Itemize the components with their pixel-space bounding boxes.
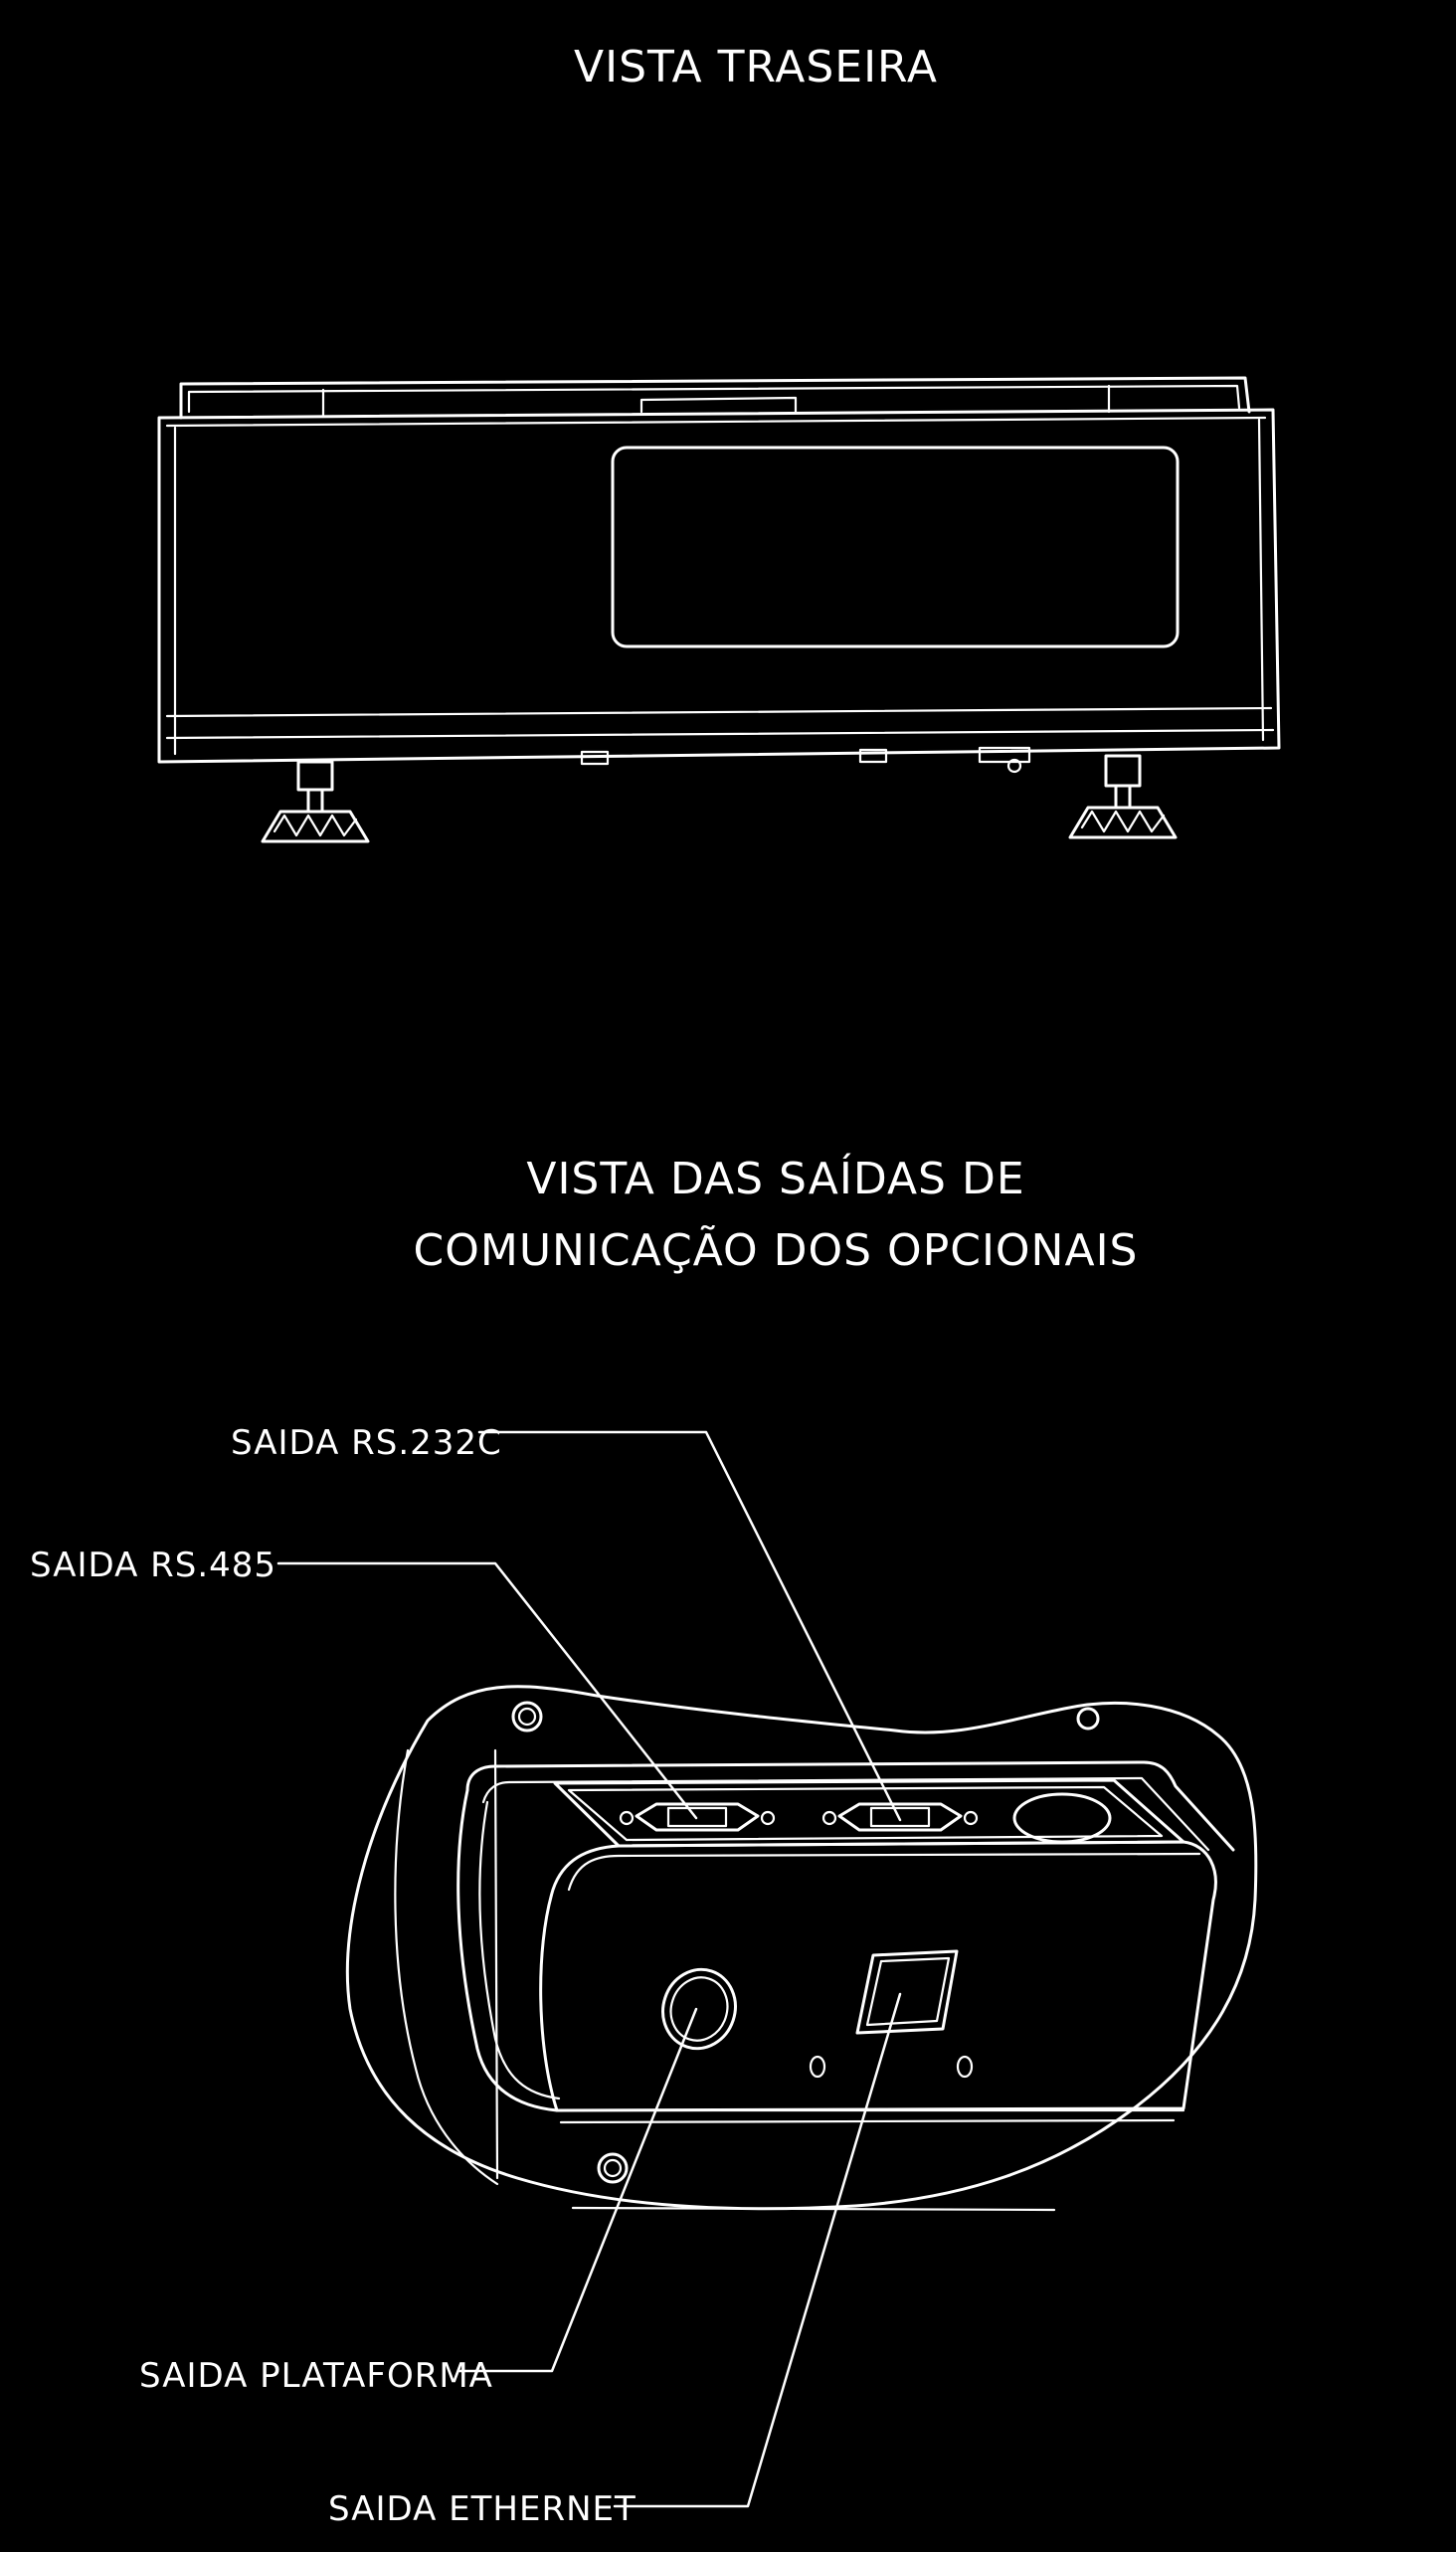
front-face	[539, 1840, 1217, 2112]
callout-rs485-leader	[276, 1561, 698, 1820]
callout-plataforma: SAIDA PLATAFORMA	[139, 2007, 698, 2396]
rs485-connector	[619, 1802, 776, 1832]
outputs-view-title-line1: VISTA DAS SAÍDAS DE	[526, 1152, 1024, 1204]
left-foot	[261, 760, 370, 843]
callout-rs485-label: SAIDA RS.485	[30, 1546, 276, 1585]
callout-rs232c-label: SAIDA RS.232C	[231, 1423, 502, 1463]
screw-hole	[809, 2055, 826, 2079]
scale-top-platter	[179, 376, 1251, 420]
mounting-boss	[1076, 1707, 1100, 1731]
right-foot	[1068, 754, 1178, 839]
ethernet-port	[855, 1949, 959, 2035]
connector-module-drawing	[345, 1685, 1258, 2212]
rs232c-connector	[821, 1802, 979, 1832]
screw-hole	[956, 2055, 974, 2079]
outputs-view-title-line2: COMUNICAÇÃO DOS OPCIONAIS	[414, 1224, 1139, 1276]
scale-body	[157, 408, 1281, 774]
top-round-port	[1012, 1792, 1112, 1844]
mounting-boss	[511, 1701, 543, 1732]
platform-connector	[661, 1967, 737, 2051]
callout-rs232c: SAIDA RS.232C	[231, 1423, 902, 1822]
callout-ethernet-leader	[613, 1992, 902, 2508]
callout-ethernet-label: SAIDA ETHERNET	[328, 2489, 637, 2529]
callout-plataforma-label: SAIDA PLATAFORMA	[139, 2356, 493, 2396]
rear-view-drawing	[157, 376, 1281, 843]
callout-plataforma-leader	[457, 2007, 698, 2373]
callout-ethernet: SAIDA ETHERNET	[328, 1992, 902, 2529]
callout-rs232c-leader	[477, 1430, 902, 1822]
housing-outline	[345, 1685, 1258, 2211]
rear-view-title: VISTA TRASEIRA	[574, 42, 938, 92]
callout-rs485: SAIDA RS.485	[30, 1546, 698, 1820]
display-window	[611, 446, 1180, 648]
mounting-boss	[597, 2152, 629, 2184]
